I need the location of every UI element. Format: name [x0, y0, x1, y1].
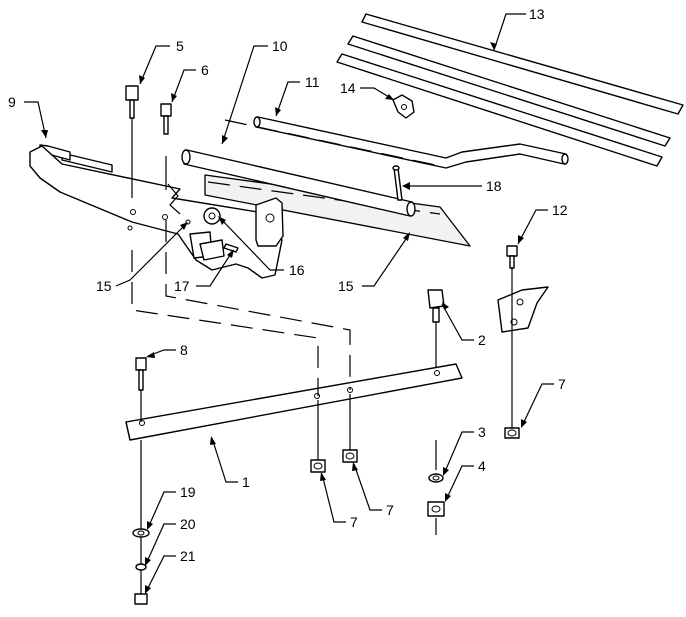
callout-19: 19: [180, 484, 196, 500]
part-12-bracket: [497, 245, 549, 439]
callout-7-right: 7: [558, 376, 566, 392]
callout-8: 8: [180, 342, 188, 358]
callout-3: 3: [478, 424, 486, 440]
callout-10: 10: [272, 38, 288, 54]
callout-12: 12: [552, 202, 568, 218]
callout-15-right: 15: [338, 278, 354, 294]
part-7-nuts: [310, 394, 358, 473]
callout-15-left: 15: [96, 278, 112, 294]
callout-9: 9: [8, 94, 16, 110]
callout-labels: 13 5 6 10 11 14 9 18 12 15 15 16 17 2 8 …: [8, 6, 568, 564]
part-10-tube-panel: [181, 119, 471, 247]
part-11-tube: [253, 116, 569, 169]
callout-20: 20: [180, 516, 196, 532]
callout-6: 6: [201, 62, 209, 78]
callout-13: 13: [529, 6, 545, 22]
part-19-21-hardware: [132, 528, 150, 605]
part-5-bolt: [125, 85, 139, 198]
part-6-bolt: [160, 103, 172, 190]
callout-7-bottom-right: 7: [386, 502, 394, 518]
part-13-rods: [336, 13, 684, 167]
callout-16: 16: [289, 262, 305, 278]
part-8-bolt: [135, 357, 147, 600]
part-3-4-washer-nut: [427, 473, 445, 517]
part-18-pin: [392, 165, 403, 201]
part-9-bracket: [29, 144, 284, 279]
part-14-clip: [392, 94, 415, 119]
alignment-line-2: [165, 220, 351, 390]
leader-lines: [24, 13, 554, 594]
callout-21: 21: [180, 548, 196, 564]
alignment-line-1: [131, 250, 319, 396]
part-2-bolt: [427, 289, 445, 535]
callout-11: 11: [305, 74, 320, 90]
callout-7-bottom-left: 7: [350, 514, 358, 530]
callout-4: 4: [478, 458, 486, 474]
part-1-bar: [125, 363, 463, 441]
callout-18: 18: [486, 178, 502, 194]
callout-1: 1: [242, 474, 250, 490]
callout-2: 2: [478, 332, 486, 348]
callout-5: 5: [176, 38, 184, 54]
callout-17: 17: [174, 278, 190, 294]
callout-14: 14: [340, 80, 356, 96]
